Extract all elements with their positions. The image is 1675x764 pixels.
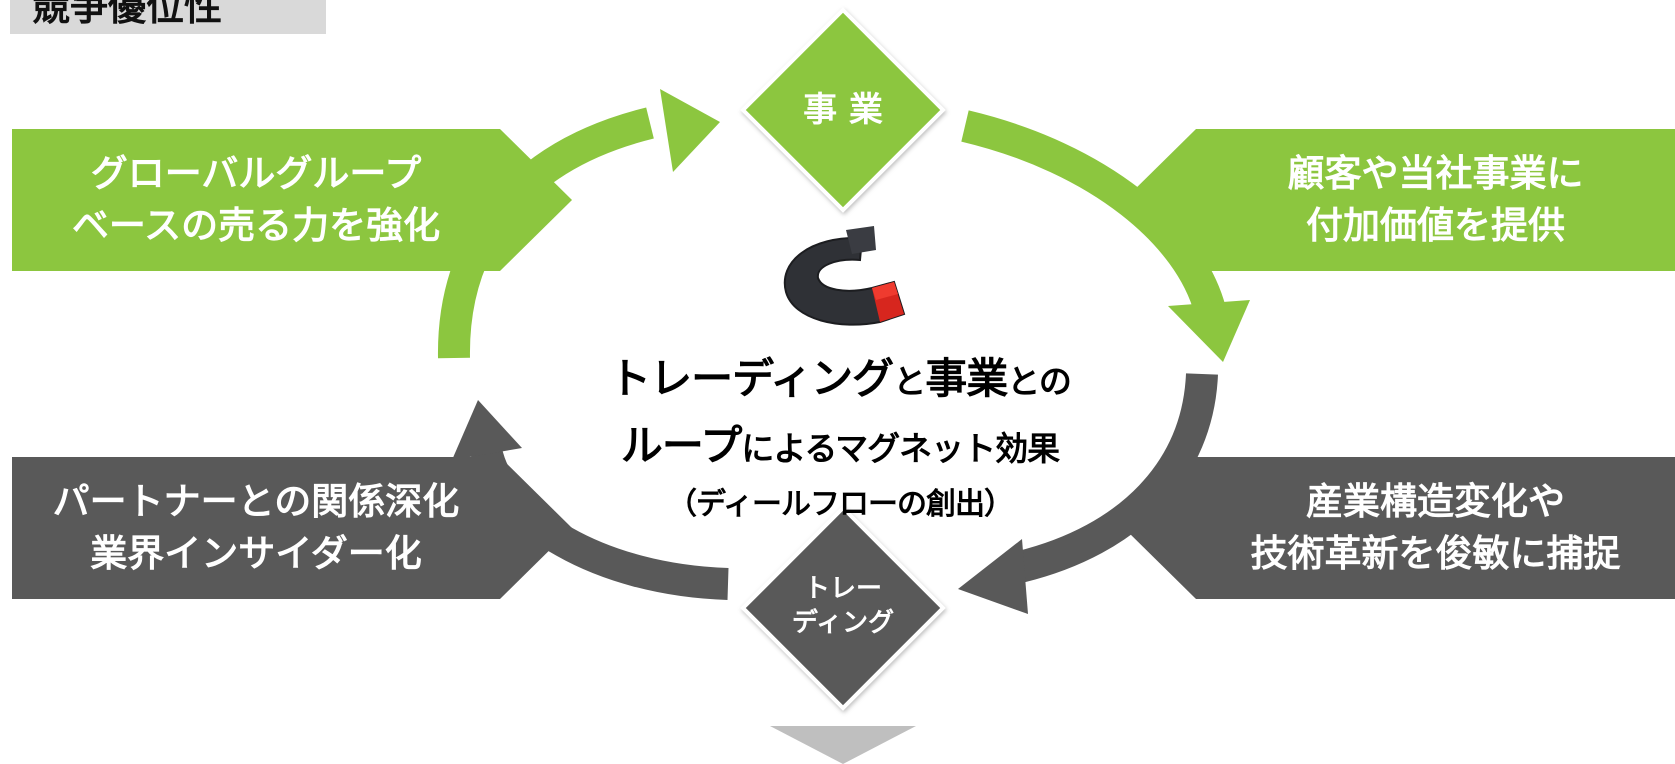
panel-bottom-left: パートナーとの関係深化 業界インサイダー化 <box>12 457 572 599</box>
cycle-arrowhead-top-left <box>660 89 720 172</box>
panel-top-right-line1: 顧客や当社事業に <box>1287 152 1584 195</box>
center-line-2: ループによるマグネット効果 <box>580 417 1100 484</box>
panel-bottom-left-line2: 業界インサイダー化 <box>90 532 422 575</box>
top-diamond <box>740 7 946 213</box>
center-to: と <box>893 362 926 401</box>
bottom-diamond-line1: トレー <box>803 574 882 604</box>
panel-top-right-line2: 付加価値を提供 <box>1306 204 1565 247</box>
panel-bottom-right: 産業構造変化や 技術革新を俊敏に捕捉 <box>1124 457 1675 599</box>
cycle-arrowhead-bottom-right <box>958 539 1028 614</box>
panel-top-left-line1: グローバルグループ <box>90 152 422 195</box>
magnet-icon <box>783 226 906 326</box>
bottom-diamond-label: トレー ディング <box>763 572 923 640</box>
cycle-arrow-bottom-right <box>1016 373 1218 583</box>
panel-top-right: 顧客や当社事業に 付加価値を提供 <box>1124 129 1675 271</box>
panel-bottom-right-line2: 技術革新を俊敏に捕捉 <box>1250 532 1621 575</box>
center-business: 事業 <box>925 354 1008 403</box>
panel-bottom-left-line1: パートナーとの関係深化 <box>52 480 460 523</box>
cycle-arrowhead-top-right <box>1168 300 1250 362</box>
center-magnet-effect: によるマグネット効果 <box>741 429 1060 468</box>
top-diamond-label: 事 業 <box>803 90 883 130</box>
bottom-diamond-line2: ディング <box>791 608 895 638</box>
panel-top-left: グローバルグループ ベースの売る力を強化 <box>12 129 572 271</box>
page-title: 競争優位性 <box>10 0 326 34</box>
panel-top-left-line2: ベースの売る力を強化 <box>71 204 441 247</box>
center-loop: ループ <box>620 421 742 470</box>
center-line-1: トレーディングと事業との <box>580 350 1100 417</box>
center-tono: との <box>1007 362 1072 401</box>
center-line-3: （ディールフローの創出） <box>667 487 1014 522</box>
down-chevron-icon <box>770 726 916 764</box>
bottom-diamond <box>740 505 946 711</box>
panel-bottom-right-line1: 産業構造変化や <box>1306 480 1565 523</box>
center-caption: トレーディングと事業との ループによるマグネット効果 （ディールフローの創出） <box>580 350 1100 526</box>
center-trading: トレーディング <box>609 354 894 403</box>
cycle-arrowhead-bottom-left <box>452 400 522 460</box>
